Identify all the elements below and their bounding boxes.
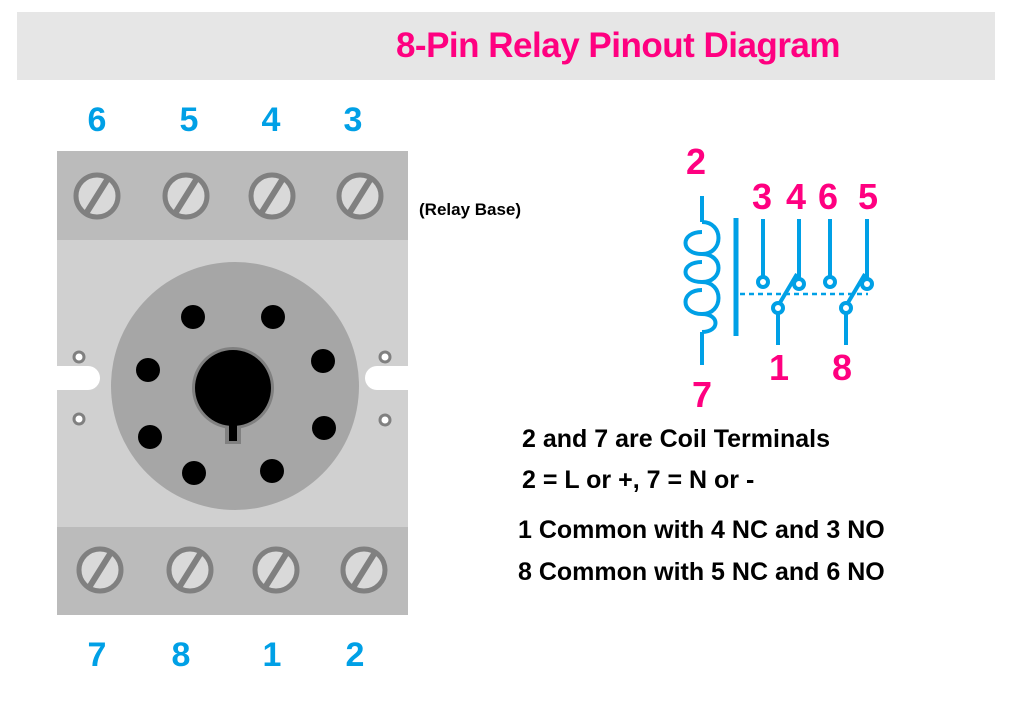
mount-hole [72,350,86,364]
note-line: 2 = L or +, 7 = N or - [522,466,755,494]
socket-pin-hole [138,425,162,449]
contact-terminal-6 [823,275,837,289]
note-line: 1 Common with 4 NC and 3 NO [518,516,885,544]
mount-hole [378,350,392,364]
terminal-label-bottom: 2 [345,636,365,674]
screw-terminal [73,172,121,220]
coil-label-bottom: 7 [691,374,713,415]
terminal-label-bottom: 8 [171,636,191,674]
note-line: 2 and 7 are Coil Terminals [522,425,830,453]
socket-pin-hole [261,305,285,329]
screw-terminal [336,172,384,220]
terminal-label-top: 3 [343,101,363,139]
mount-hole [72,412,86,426]
contact-label: 4 [785,176,807,217]
relay-base-label: (Relay Base) [419,200,522,219]
common-label: 1 [768,347,790,388]
right-mounting-slot [365,366,408,390]
socket-pin-hole [312,416,336,440]
top-screws [73,172,384,220]
common-terminal-1 [771,301,785,315]
terminal-label-top: 5 [179,101,199,139]
screw-terminal [340,546,388,594]
terminal-label-bottom: 7 [87,636,107,674]
coil-label-top: 2 [685,141,707,182]
socket-pin-hole [311,349,335,373]
terminal-label-bottom: 1 [262,636,282,674]
left-mounting-slot [57,366,100,390]
terminal-label-top: 6 [87,101,107,139]
note-line: 8 Common with 5 NC and 6 NO [518,558,885,586]
screw-terminal [162,172,210,220]
contact-terminal-3 [756,275,770,289]
contact-label: 3 [751,176,773,217]
contact-terminal-5 [860,277,874,291]
screw-terminal [166,546,214,594]
socket-pin-hole [181,305,205,329]
page-title: 8-Pin Relay Pinout Diagram [395,26,841,65]
switch-blade-8 [844,272,867,308]
bottom-screws [76,546,388,594]
relay-schematic [683,196,874,365]
screw-terminal [76,546,124,594]
socket-pin-hole [260,459,284,483]
terminal-label-top: 4 [261,101,281,139]
common-terminal-8 [839,301,853,315]
socket-pin-hole [182,461,206,485]
switch-blade-1 [776,272,799,308]
socket-pin-hole [136,358,160,382]
title-banner [17,12,995,80]
mount-hole [378,413,392,427]
socket-pins [136,305,336,485]
common-label: 8 [831,347,853,388]
center-hub [195,350,271,426]
screw-terminal [252,546,300,594]
hub-key [229,418,237,441]
coil-winding [683,220,721,334]
screw-terminal [248,172,296,220]
contact-terminal-4 [792,277,806,291]
contact-label: 6 [817,176,839,217]
contact-label: 5 [857,176,879,217]
